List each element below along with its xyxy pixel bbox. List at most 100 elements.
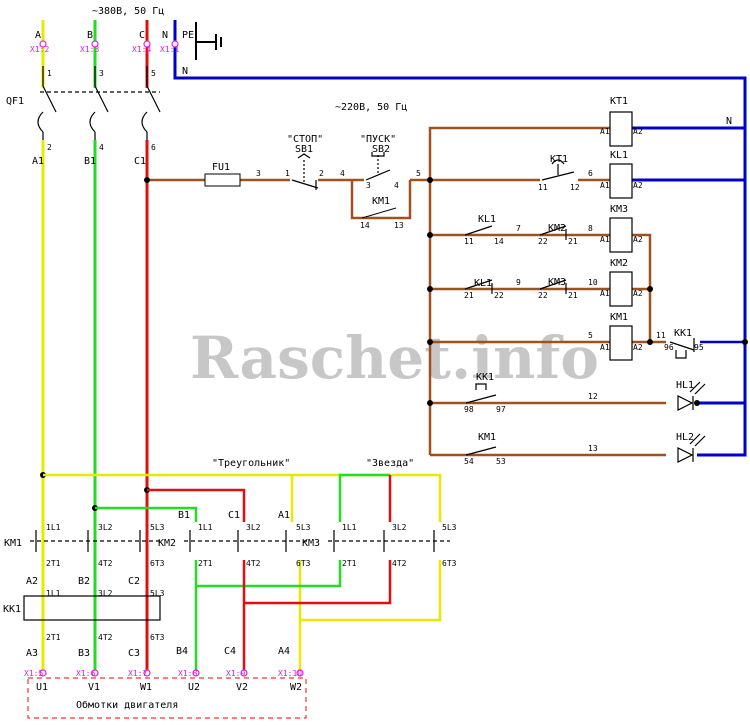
coil-a2-pin: A2 xyxy=(633,181,643,190)
winding-w1: W1 xyxy=(140,682,152,693)
pe-label: PE xyxy=(182,30,194,41)
sb1-pin-1: 1 xyxy=(285,169,290,178)
lamp-hl1-label: HL1 xyxy=(676,380,694,391)
node-5b: 5 xyxy=(588,331,593,340)
terminal-x1-7: X1:7 xyxy=(128,669,147,678)
node-13: 13 xyxy=(588,444,598,453)
node-6: 6 xyxy=(588,169,593,178)
km3-pin-3l2: 3L2 xyxy=(392,523,407,532)
node-8: 8 xyxy=(588,224,593,233)
km2-pin-5l3: 5L3 xyxy=(296,523,311,532)
neutral-coil-label: N xyxy=(726,116,732,127)
triangle-label: "Треугольник" xyxy=(212,458,290,469)
breaker-qf1 xyxy=(37,66,161,140)
km1-hold-label: KM1 xyxy=(372,196,390,207)
motor-windings-label: Обмотки двигателя xyxy=(76,699,178,711)
neutral-label: N xyxy=(162,30,168,41)
qf1-pin-2: 2 xyxy=(47,143,52,152)
km3-contactor-label: KM3 xyxy=(302,538,320,549)
coil-a1-pin: A1 xyxy=(600,289,610,298)
node-10: 10 xyxy=(588,278,598,287)
sb1-pin-2: 2 xyxy=(319,169,324,178)
coil-a2-pin: A2 xyxy=(633,235,643,244)
wire-b3-label: B3 xyxy=(78,648,90,659)
kl1-pin-22: 22 xyxy=(494,291,504,300)
kk1-pin-97: 97 xyxy=(496,405,506,414)
coil-a2-pin: A2 xyxy=(633,127,643,136)
km2-pin-4t2: 4T2 xyxy=(246,559,261,568)
wire-c4-label: C4 xyxy=(224,646,236,657)
wire-c3-label: C3 xyxy=(128,648,140,659)
coil-pin-labels: A1 A2 A1 A2 A1 A2 A1 A2 A1 A2 xyxy=(600,127,643,352)
kt1-pin-11: 11 xyxy=(538,183,548,192)
start-button-symbol xyxy=(365,152,391,181)
km1-pin-54: 54 xyxy=(464,457,474,466)
wire-b2-label: B2 xyxy=(78,576,90,587)
neutral-wire-label: N xyxy=(182,66,188,77)
phase-b-label: B xyxy=(87,30,93,41)
kl1-pin-14: 14 xyxy=(494,237,504,246)
coil-kl1-label: KL1 xyxy=(610,150,628,161)
line-c1-label: C1 xyxy=(134,156,146,167)
qf1-pin-5: 5 xyxy=(151,69,156,78)
kl1-pin-21: 21 xyxy=(464,291,474,300)
km2-pin-1l1: 1L1 xyxy=(198,523,213,532)
km1-pin-4t2: 4T2 xyxy=(98,559,113,568)
relay-coils xyxy=(609,111,633,361)
sb2-pin-4: 4 xyxy=(394,181,399,190)
kk1-pin-4t2: 4T2 xyxy=(98,633,113,642)
ground-pe-symbol xyxy=(195,22,222,60)
km1-pin-3l2: 3L2 xyxy=(98,523,113,532)
motor-windings-box xyxy=(27,677,307,719)
neutral-line xyxy=(173,20,747,457)
stop-button-symbol xyxy=(291,153,319,190)
terminal-x1-5: X1:5 xyxy=(24,669,43,678)
km1-pin-2t1: 2T1 xyxy=(46,559,61,568)
km1-hold-contact xyxy=(361,207,397,219)
qf1-pin-4: 4 xyxy=(99,143,104,152)
coil-a2-pin: A2 xyxy=(633,289,643,298)
kk1-pin-1l1: 1L1 xyxy=(46,589,61,598)
top-terminals xyxy=(39,40,179,48)
control-contacts xyxy=(464,225,695,456)
coil-kt1-label: KT1 xyxy=(610,96,628,107)
kl1-pin-11: 11 xyxy=(464,237,474,246)
wire-a4-label: A4 xyxy=(278,646,290,657)
terminal-x1-2: X1:2 xyxy=(30,45,49,54)
kk1-pin-3l2: 3L2 xyxy=(98,589,113,598)
km1-pin-5l3: 5L3 xyxy=(150,523,165,532)
kk1-pin-98: 98 xyxy=(464,405,474,414)
winding-v2: V2 xyxy=(236,682,248,693)
km2-contact-label: KM2 xyxy=(548,223,566,234)
km2-pin-21: 21 xyxy=(568,237,578,246)
node-4: 4 xyxy=(340,169,345,178)
kk1-pin-95: 95 xyxy=(694,343,704,352)
kk1-pin-6t3: 6T3 xyxy=(150,633,165,642)
km2-pin-2t1: 2T1 xyxy=(198,559,213,568)
km2-pin-6t3: 6T3 xyxy=(296,559,311,568)
winding-v1: V1 xyxy=(88,682,100,693)
terminal-x1-8: X1:8 xyxy=(178,669,197,678)
km3-pin-22: 22 xyxy=(538,291,548,300)
km1-pin-53: 53 xyxy=(496,457,506,466)
terminal-x1-6: X1:6 xyxy=(76,669,95,678)
lamp-hl2-label: HL2 xyxy=(676,432,694,443)
line-b1-label: B1 xyxy=(84,156,96,167)
terminal-x1-1: X1:1 xyxy=(160,45,179,54)
start-button-ref: SB2 xyxy=(372,144,390,155)
coil-km2-label: KM2 xyxy=(610,258,628,269)
bottom-terminals xyxy=(39,669,304,677)
qf1-pin-1: 1 xyxy=(47,69,52,78)
coil-a2-pin: A2 xyxy=(633,343,643,352)
wire-c1-label: C1 xyxy=(228,510,240,521)
phase-c-label: C xyxy=(139,30,145,41)
indicator-lamps xyxy=(677,381,706,463)
kk1-contact-label: KK1 xyxy=(674,328,692,339)
terminal-x1-4: X1:4 xyxy=(132,45,151,54)
km1-pin-1l1: 1L1 xyxy=(46,523,61,532)
node-12: 12 xyxy=(588,392,598,401)
km1-aux-contact-label: KM1 xyxy=(478,432,496,443)
sb2-pin-3: 3 xyxy=(366,181,371,190)
